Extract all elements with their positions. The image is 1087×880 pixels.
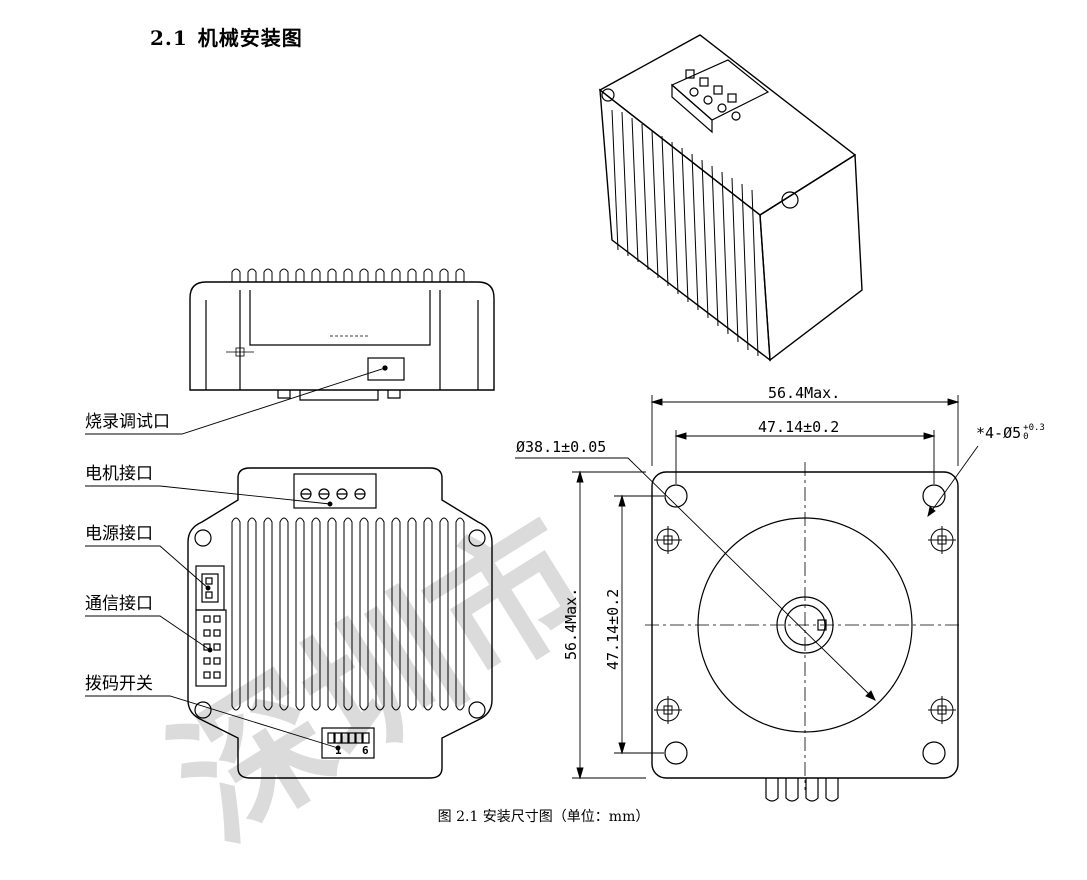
dim-hole-spacing-v: 47.14±0.2 (604, 588, 622, 670)
isometric-view (598, 34, 863, 362)
front-fins (231, 517, 465, 711)
callout-comm-interface: 通信接口 (85, 594, 153, 614)
callout-dip-switch: 拨码开关 (85, 674, 153, 694)
dip-label-left: 1 (335, 744, 342, 757)
front-view (187, 467, 493, 779)
dim-mount-holes-main: *4-Ø5 (976, 424, 1022, 442)
side-fins (231, 268, 465, 282)
dim-mount-holes-tol-upper: +0.3 (1023, 423, 1045, 433)
section-heading: 2.1 机械安装图 (150, 22, 303, 51)
dim-mount-holes-tol-lower: 0 (1023, 432, 1029, 442)
iso-fins (611, 109, 759, 357)
dimension-lines (515, 395, 979, 780)
leader-lines (85, 365, 388, 751)
figure-caption: 图 2.1 安装尺寸图（单位：mm） (437, 809, 650, 825)
dim-hole-spacing-h: 47.14±0.2 (758, 418, 840, 436)
side-view (189, 268, 495, 401)
section-title: 机械安装图 (197, 26, 303, 50)
dip-label-right: 6 (362, 744, 369, 757)
callout-power-interface: 电源接口 (85, 524, 153, 544)
dim-pilot-diameter: Ø38.1±0.05 (516, 438, 607, 456)
dim-overall-width: 56.4Max. (768, 384, 841, 402)
section-number: 2.1 (150, 26, 188, 50)
callout-burn-debug-port: 烧录调试口 (85, 412, 170, 432)
mechanical-drawing (85, 34, 979, 802)
callout-motor-interface: 电机接口 (85, 464, 153, 484)
back-view (515, 395, 979, 802)
dim-overall-height: 56.4Max. (562, 587, 580, 660)
